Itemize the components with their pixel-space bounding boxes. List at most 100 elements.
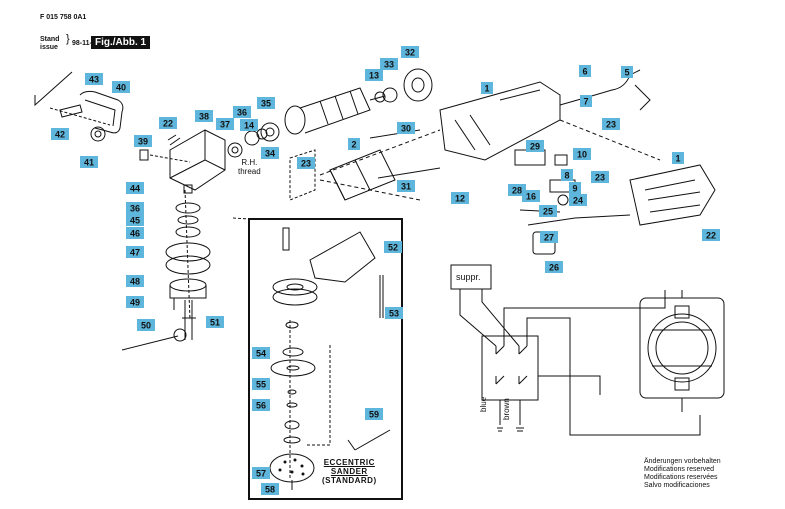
part-label-bg xyxy=(573,148,591,160)
part-label-bg xyxy=(261,483,279,495)
part-number: 14 xyxy=(244,121,254,131)
part-number: 28 xyxy=(512,186,522,196)
part-label-bg xyxy=(401,46,419,58)
part-label-bg xyxy=(252,347,270,359)
part-label-bg xyxy=(348,138,360,150)
part-label-13: 13 xyxy=(365,69,383,81)
suppressor-label: suppr. xyxy=(456,272,481,282)
part-label-bg xyxy=(580,95,592,107)
part-label-52: 52 xyxy=(384,241,402,253)
part-label-bg xyxy=(233,106,251,118)
wire-blue-label: blue xyxy=(479,396,488,412)
part-number: 1 xyxy=(675,154,680,164)
part-number: 8 xyxy=(564,171,569,181)
part-number: 44 xyxy=(130,184,140,194)
part-number: 48 xyxy=(130,277,140,287)
part-label-43: 43 xyxy=(85,73,103,85)
part-label-bg xyxy=(297,157,315,169)
part-label-bg xyxy=(380,58,398,70)
part-label-bg xyxy=(51,128,69,140)
part-label-bg xyxy=(526,140,544,152)
part-number: 37 xyxy=(220,120,230,130)
wire-brown-label: brown xyxy=(502,398,511,420)
part-number: 40 xyxy=(116,83,126,93)
part-label-bg xyxy=(252,467,270,479)
part-number: 45 xyxy=(130,216,140,226)
part-label-bg xyxy=(126,246,144,258)
part-label-bg xyxy=(561,169,573,181)
part-number: 38 xyxy=(199,112,209,122)
part-number: 30 xyxy=(401,124,411,134)
part-number: 33 xyxy=(384,60,394,70)
part-number: 39 xyxy=(138,137,148,147)
stand-label: Stand xyxy=(40,36,60,43)
part-label-36: 36 xyxy=(233,106,251,118)
part-label-bg xyxy=(481,82,493,94)
part-label-22: 22 xyxy=(702,229,720,241)
doc-number: F 015 758 0A1 xyxy=(40,14,87,21)
part-label-27: 27 xyxy=(540,231,558,243)
part-label-32: 32 xyxy=(401,46,419,58)
part-label-14: 14 xyxy=(240,119,258,131)
part-number: 41 xyxy=(84,158,94,168)
brace: } xyxy=(66,33,70,45)
part-number: 32 xyxy=(405,48,415,58)
part-label-bg xyxy=(252,378,270,390)
part-label-30: 30 xyxy=(397,122,415,134)
part-number: 46 xyxy=(130,229,140,239)
part-number: 55 xyxy=(256,380,266,390)
part-label-46: 46 xyxy=(126,227,144,239)
part-number: 23 xyxy=(301,159,311,169)
part-number: 54 xyxy=(256,349,266,359)
part-label-bg xyxy=(569,182,581,194)
part-label-47: 47 xyxy=(126,246,144,258)
part-label-bg xyxy=(579,65,591,77)
part-label-bg xyxy=(112,81,130,93)
part-label-bg xyxy=(385,307,403,319)
part-label-59: 59 xyxy=(365,408,383,420)
part-label-bg xyxy=(397,180,415,192)
part-label-26: 26 xyxy=(545,261,563,273)
part-number: 59 xyxy=(369,410,379,420)
part-number: 34 xyxy=(265,149,275,159)
part-label-bg xyxy=(137,319,155,331)
part-label-40: 40 xyxy=(112,81,130,93)
part-number: 52 xyxy=(388,243,398,253)
part-label-bg xyxy=(159,117,177,129)
part-number: 22 xyxy=(163,119,173,129)
part-label-25: 25 xyxy=(539,205,557,217)
part-number: 13 xyxy=(369,71,379,81)
part-label-bg xyxy=(365,69,383,81)
part-label-16: 16 xyxy=(522,190,540,202)
part-label-41: 41 xyxy=(80,156,98,168)
part-label-bg xyxy=(365,408,383,420)
part-number: 47 xyxy=(130,248,140,258)
notice-es: Salvo modificaciones xyxy=(644,482,710,489)
notice-fr: Modifications reservées xyxy=(644,474,718,481)
part-label-51: 51 xyxy=(206,316,224,328)
suppressor-box xyxy=(450,264,492,290)
part-label-2: 2 xyxy=(348,138,360,150)
part-label-bg xyxy=(621,66,633,78)
part-number: 42 xyxy=(55,130,65,140)
part-label-39: 39 xyxy=(134,135,152,147)
part-label-33: 33 xyxy=(380,58,398,70)
issue-label: issue xyxy=(40,44,58,51)
part-number: 57 xyxy=(256,469,266,479)
part-label-bg xyxy=(508,184,526,196)
notice-de: Änderungen vorbehalten xyxy=(644,458,721,465)
part-label-bg xyxy=(569,194,587,206)
part-number: 26 xyxy=(549,263,559,273)
part-label-34: 34 xyxy=(261,147,279,159)
part-number: 12 xyxy=(455,194,465,204)
part-label-bg xyxy=(540,231,558,243)
part-label-23: 23 xyxy=(297,157,315,169)
eccentric-sander-caption: ECCENTRIC SANDER (STANDARD) xyxy=(322,458,377,485)
ecc-line1: ECCENTRIC xyxy=(323,458,375,467)
part-label-56: 56 xyxy=(252,399,270,411)
part-number: 51 xyxy=(210,318,220,328)
part-number: 53 xyxy=(389,309,399,319)
part-label-bg xyxy=(80,156,98,168)
part-label-bg xyxy=(195,110,213,122)
